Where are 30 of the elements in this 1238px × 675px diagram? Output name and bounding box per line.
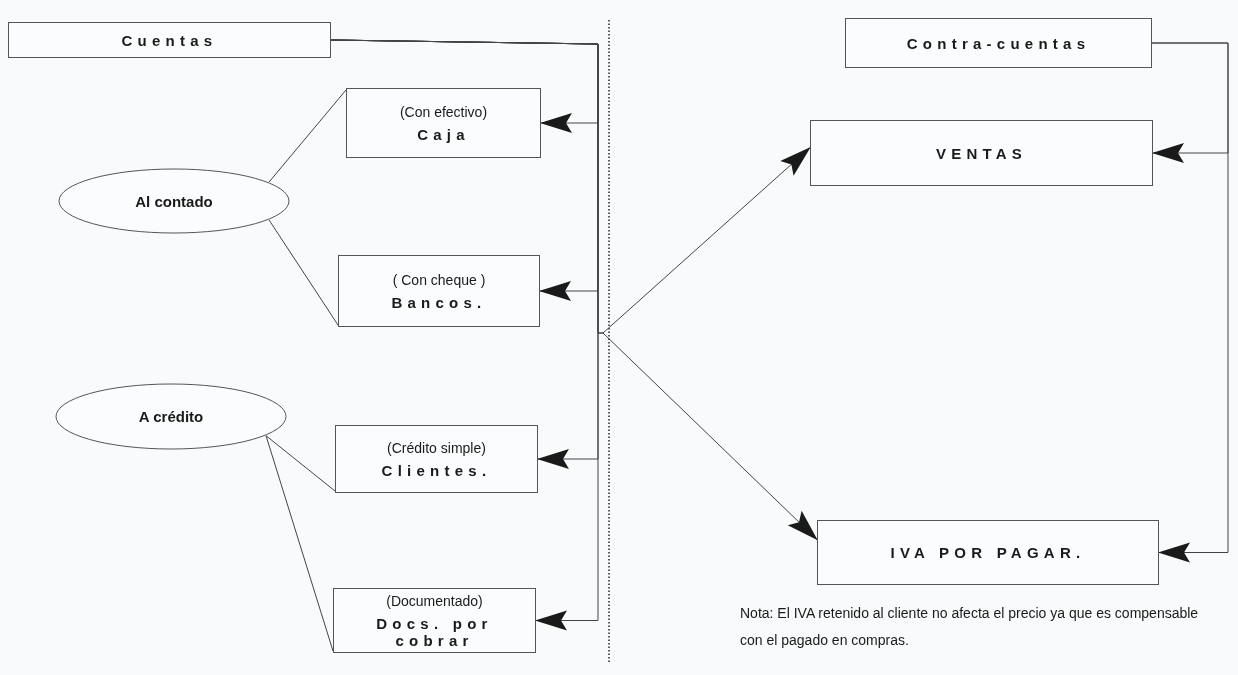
account-box: [8, 22, 331, 58]
connector-line: [268, 219, 339, 326]
payment-method: (Con efectivo): [399, 103, 488, 120]
arrow: [1151, 42, 1229, 563]
account-box: [817, 520, 1159, 585]
payment-method: (Documentado): [386, 592, 483, 609]
connector-line: [265, 435, 334, 652]
category-ellipse: [58, 168, 290, 234]
node-label: Al contado: [135, 192, 213, 210]
node-label: IVA POR PAGAR.: [890, 544, 1086, 561]
account-name: Bancos.: [391, 293, 487, 311]
category-ellipse: [55, 383, 287, 450]
account-box: [338, 255, 540, 327]
account-box: [845, 18, 1152, 68]
account-box: [335, 425, 538, 493]
note-text: Nota: El IVA retenido al cliente no afecta el precio ya que es compensable con el pagado en compras.: [740, 604, 1200, 650]
connector-line: [268, 89, 347, 183]
account-name: Clientes.: [381, 461, 492, 479]
account-box: [333, 588, 536, 653]
account-name: Caja: [417, 125, 470, 143]
account-box: [810, 120, 1153, 186]
node-label: VENTAS: [935, 144, 1028, 162]
account-box: [346, 88, 541, 158]
node-label: Cuentas: [121, 31, 218, 49]
connector-line: [265, 435, 336, 492]
payment-method: ( Con cheque ): [392, 271, 486, 288]
payment-method: (Crédito simple): [387, 439, 486, 456]
node-label: Contra-cuentas: [906, 34, 1091, 52]
node-label: A crédito: [138, 408, 204, 425]
account-name: Docs. por cobrar: [375, 614, 494, 649]
